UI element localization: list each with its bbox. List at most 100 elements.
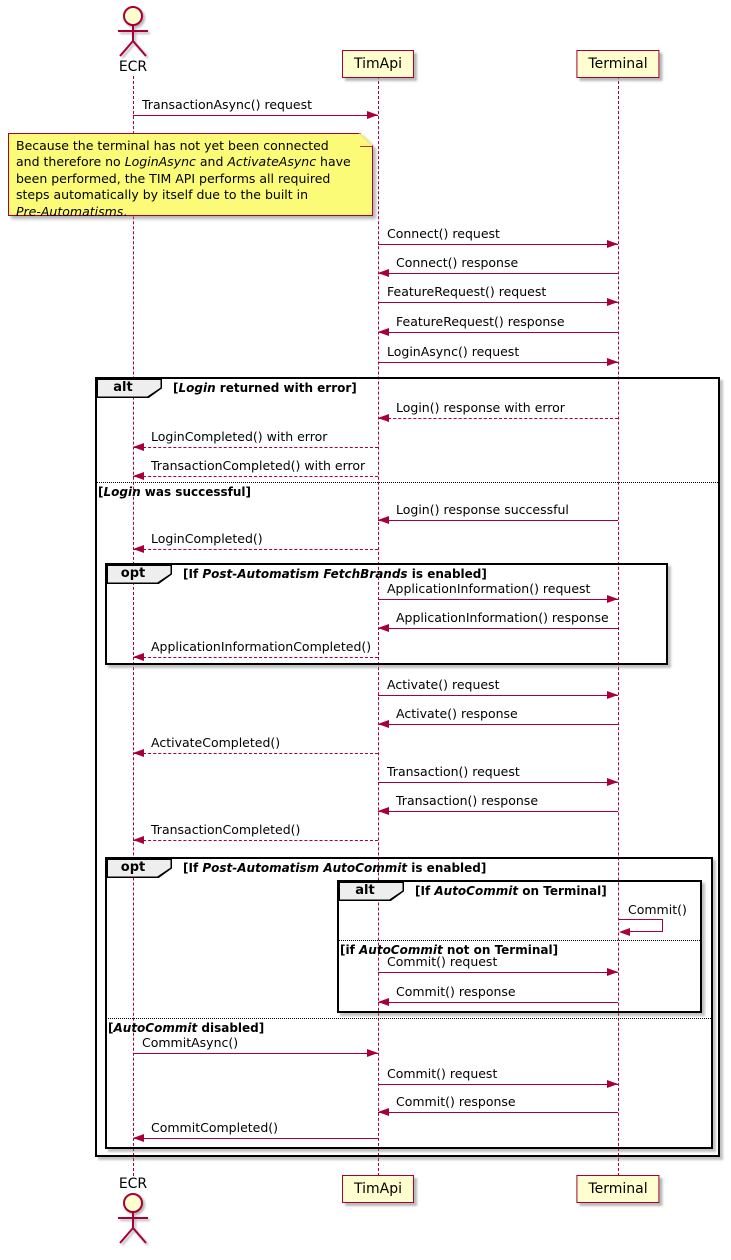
message-line [378,1112,618,1113]
arrowhead-icon [378,414,389,422]
opt-frame-2: opt[If Post-Automatism FetchBrands is en… [105,563,668,665]
label-segment: [ [173,381,179,395]
note-line: steps automatically by itself due to the… [16,187,357,203]
frame-tab [106,858,172,878]
arrowhead-icon [378,328,389,336]
arrowhead-icon [133,545,144,553]
arrowhead-icon [607,968,618,976]
note-text: Because the terminal has not yet been co… [16,138,357,220]
message-label: LoginCompleted() [151,531,263,546]
divider-label: [if AutoCommit not on Terminal] [340,943,558,957]
label-segment: Pre-Automatisms [16,203,124,219]
message-line [133,476,378,477]
note-line: Because the terminal has not yet been co… [16,138,357,154]
message-label: Commit() response [396,984,516,999]
message-line-return [662,919,663,931]
message-line [378,520,618,521]
arrowhead-icon [133,836,144,844]
arrowhead-icon [607,778,618,786]
divider-line [105,1018,713,1019]
message-line [378,362,618,363]
message-line [133,1053,378,1054]
arrowhead-icon [607,240,618,248]
message-line [378,724,618,725]
label-segment: was successful] [140,485,252,499]
frame-condition: [If AutoCommit on Terminal] [415,884,607,898]
label-segment: Login [103,485,141,499]
message-label: Transaction() request [387,764,520,779]
message-label: TransactionCompleted() [151,822,301,837]
message-label: LoginCompleted() with error [151,429,328,444]
label-segment: have [316,154,351,170]
note-line: Pre-Automatisms. [16,204,357,220]
message-label: Transaction() response [396,793,539,808]
message-line [378,811,618,812]
label-segment: AutoCommit [434,884,519,898]
arrowhead-icon [378,1108,389,1116]
arrowhead-icon [607,358,618,366]
message-label: Commit() request [387,954,498,969]
arrowhead-icon [378,516,389,524]
arrowhead-icon [378,807,389,815]
arrowhead-icon [367,111,378,119]
message-line [378,1002,618,1003]
message-label: Connect() response [396,255,519,270]
label-segment: Post-Automatism FetchBrands [202,567,408,581]
label-segment: Because the terminal has not yet been co… [16,138,329,153]
message-label: Connect() request [387,226,500,241]
label-segment: steps automatically by itself due to the… [16,187,309,203]
frame-tab [106,564,172,584]
message-line [133,447,378,448]
arrowhead-icon [619,927,630,936]
label-segment: is enabled] [407,567,487,581]
label-segment: disabled] [197,1021,265,1035]
label-segment: [if [340,943,359,957]
label-segment: been performed, the TIM API performs all… [16,170,331,186]
message-label: Commit() response [396,1094,516,1109]
divider-label: [Login was successful] [98,485,251,499]
frame-keyword: alt [113,380,133,395]
actor-label: ECR [118,1176,148,1192]
divider-line [95,482,720,483]
arrowhead-icon [133,443,144,451]
label-segment: ActivateAsync [227,154,317,170]
label-segment: AutoCommit [359,943,443,957]
actor-ecr-top: ECR [115,5,151,75]
actor-ecr-bottom: ECR [115,1176,151,1246]
arrowhead-icon [378,720,389,728]
actor-icon [118,6,148,57]
participant-timapi-bottom: TimApi [341,1175,415,1203]
arrowhead-icon [607,595,618,603]
frame-keyword: alt [355,883,375,898]
note-line: and therefore no LoginAsync and Activate… [16,154,357,170]
message-line [378,972,618,973]
label-segment: is enabled] [407,861,487,875]
frame-tab [338,881,404,901]
frame-condition: [Login returned with error] [173,381,357,395]
message-label: Commit() [628,902,687,917]
message-line [133,657,378,658]
frame-condition: [If Post-Automatism FetchBrands is enabl… [183,567,487,581]
label-segment: Post-Automatism AutoCommit [202,861,408,875]
participant-terminal-bottom: Terminal [576,1175,660,1203]
label-segment: [If [183,861,203,875]
message-line [378,332,618,333]
note-fold-corner-icon [359,133,372,146]
divider-label: [AutoCommit disabled] [108,1021,264,1035]
lifeline-terminal [617,76,619,1176]
arrowhead-icon [133,472,144,480]
message-label: ApplicationInformation() response [396,610,609,625]
label-segment: LoginAsync [124,154,196,170]
note-background [8,133,373,216]
arrowhead-icon [607,691,618,699]
label-segment: AutoCommit [113,1021,198,1035]
message-label: FeatureRequest() response [396,314,565,329]
note-line: been performed, the TIM API performs all… [16,171,357,187]
lifeline-ecr [132,76,134,1176]
arrowhead-icon [378,998,389,1006]
message-line [378,302,618,303]
actor-icon [118,1193,148,1244]
message-line [133,840,378,841]
message-line [378,244,618,245]
